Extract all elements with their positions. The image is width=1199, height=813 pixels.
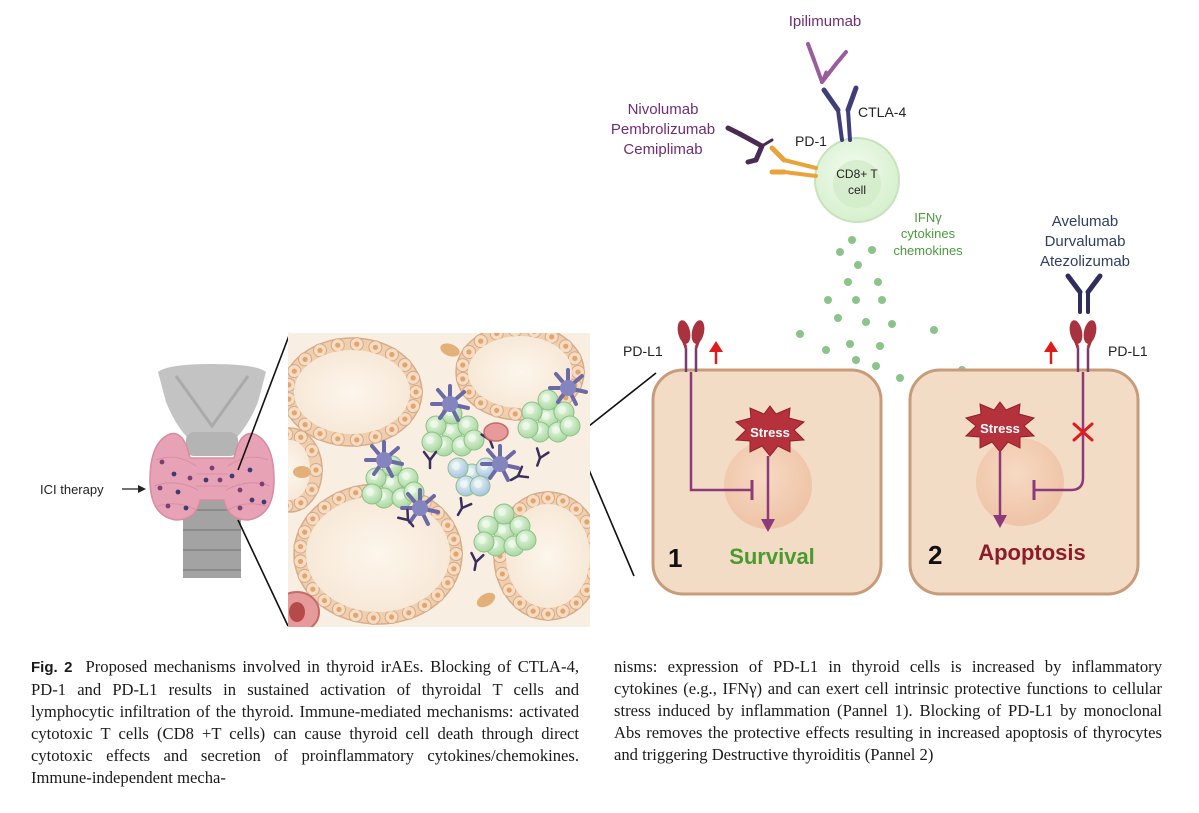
drug-avelumab: Avelumab — [1052, 213, 1118, 230]
pdl1-label-panel-1: PD-L1 — [623, 343, 663, 359]
zoom-lines — [237, 332, 657, 627]
cytokine-label-chemokines: chemokines — [893, 243, 963, 258]
cytokine-dot — [874, 278, 882, 286]
pd1-label: PD-1 — [795, 133, 827, 149]
cytokine-dot — [822, 346, 830, 354]
drug-atezolizumab: Atezolizumab — [1040, 253, 1130, 270]
panel-1-number: 1 — [668, 543, 682, 573]
stress-label-panel-2: Stress — [980, 421, 1020, 436]
cytokine-dot — [834, 314, 842, 322]
cytokine-dot — [872, 362, 880, 370]
pd1-receptor — [769, 145, 818, 178]
cytokine-dot — [852, 296, 860, 304]
drug-ipilimumab: Ipilimumab — [789, 13, 862, 30]
cytokine-dot — [844, 278, 852, 286]
drug-cemiplimab: Cemiplimab — [623, 141, 702, 158]
tcell-label-line1: CD8+ T — [836, 167, 878, 181]
cytokine-dot — [888, 320, 896, 328]
panel-2-number: 2 — [928, 540, 942, 570]
drug-durvalumab: Durvalumab — [1045, 233, 1126, 250]
cytokine-dot — [862, 318, 870, 326]
pdl1-receptor-panel-2 — [1069, 320, 1097, 372]
blocked-cross-icon — [1072, 422, 1094, 442]
ctla4-receptor — [821, 85, 859, 142]
cytokine-dot — [868, 246, 876, 254]
figure-caption-right: nisms: expression of PD-L1 in thyroid ce… — [614, 656, 1162, 766]
cytokine-dot — [876, 342, 884, 350]
cytokine-dot — [848, 236, 856, 244]
cytokine-dot — [836, 248, 844, 256]
drug-nivolumab: Nivolumab — [628, 101, 699, 118]
anti-pd1-antibody-icon — [725, 125, 774, 165]
thyroid-histology-inset — [288, 333, 590, 627]
cytokine-dot — [878, 296, 886, 304]
figure-caption-left: Fig. 2 Proposed mechanisms involved in t… — [31, 656, 579, 789]
cytokine-label-cytokines: cytokines — [901, 226, 956, 241]
stress-label-panel-1: Stress — [750, 425, 790, 440]
panel-1-survival: PD-L1 Stress 1 Survival — [623, 320, 883, 596]
ipilimumab-antibody-icon — [806, 42, 848, 84]
cd8-t-cell: CD8+ T cell — [814, 137, 900, 223]
panel-1-outcome: Survival — [729, 544, 815, 569]
cytokine-dot — [796, 330, 804, 338]
anti-pdl1-antibody-icon — [1065, 273, 1103, 314]
cytokine-dot — [846, 340, 854, 348]
thyroid-anatomy-illustration: ICI therapy — [40, 364, 275, 578]
cytokine-dot — [824, 296, 832, 304]
cytokine-dot — [896, 374, 904, 382]
caption-text-left: Proposed mechanisms involved in thyroid … — [31, 657, 580, 787]
drug-pembrolizumab: Pembrolizumab — [611, 121, 715, 138]
tcell-label-line2: cell — [848, 183, 866, 197]
cytokine-dot — [852, 356, 860, 364]
stress-burst-panel-1 — [734, 405, 806, 457]
figure-label: Fig. 2 — [31, 659, 73, 676]
pdl1-receptor-panel-1 — [677, 320, 705, 372]
cytokine-dot — [930, 326, 938, 334]
up-arrow-icon — [709, 341, 723, 364]
ici-therapy-label: ICI therapy — [40, 482, 104, 497]
up-arrow-icon — [1044, 341, 1058, 364]
panel-2-apoptosis: PD-L1 Stress 2 Apoptosis — [908, 320, 1148, 596]
cytokine-label-ifng: IFNγ — [914, 210, 942, 225]
pdl1-label-panel-2: PD-L1 — [1108, 343, 1148, 359]
caption-text-right: nisms: expression of PD-L1 in thyroid ce… — [614, 657, 1162, 764]
panel-2-outcome: Apoptosis — [978, 540, 1086, 565]
ctla4-label: CTLA-4 — [858, 104, 906, 120]
cytokine-dot — [854, 261, 862, 269]
